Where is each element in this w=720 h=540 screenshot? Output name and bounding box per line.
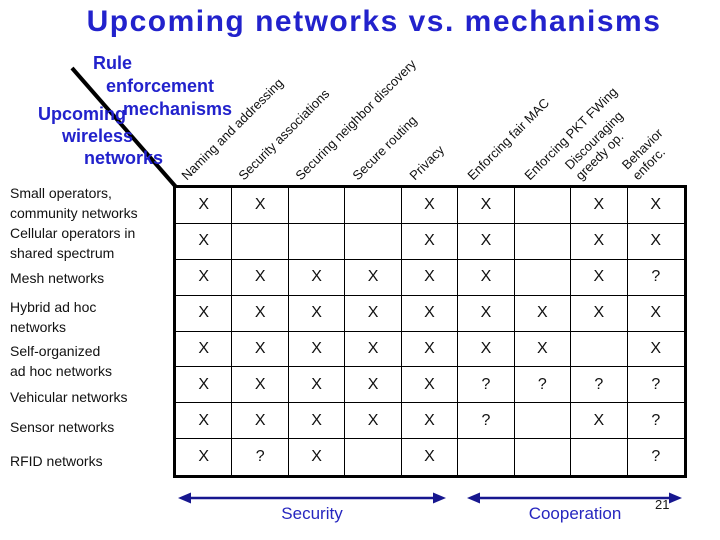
grid-cell-r6-c4: X bbox=[345, 367, 402, 404]
column-axis-title-line: enforcement bbox=[106, 76, 215, 96]
grid-cell-r5-c9: X bbox=[627, 332, 684, 368]
grid-cell-r3-c2: X bbox=[232, 259, 289, 296]
security-range-arrow bbox=[178, 492, 446, 504]
grid-cell-r3-c6: X bbox=[458, 259, 515, 296]
page-title: Upcoming networks vs. mechanisms bbox=[86, 5, 662, 38]
grid-cell-r7-c1: X bbox=[176, 403, 233, 440]
grid-cell-r4-c5: X bbox=[401, 295, 459, 332]
grid-cell-r5-c6: X bbox=[458, 331, 515, 368]
grid-cell-r2-c1: X bbox=[176, 223, 233, 260]
grid-cell-r4-c2: X bbox=[232, 295, 289, 332]
grid-cell-r8-c9: ? bbox=[651, 448, 661, 466]
grid-cell-r2-c4 bbox=[345, 223, 402, 260]
grid-cell-r8-c8 bbox=[571, 439, 628, 475]
grid-cell-r3-c1: X bbox=[176, 259, 233, 296]
grid-cell-r4-c7: X bbox=[514, 295, 572, 332]
grid-cell-r2-c8: X bbox=[571, 223, 628, 260]
column-axis-title: Rule enforcement mechanisms bbox=[93, 52, 232, 121]
row-header-1: Small operators, community networks bbox=[10, 185, 138, 221]
grid-cell-r4-c8: X bbox=[571, 295, 628, 332]
grid-cell-r7-c5: X bbox=[401, 403, 459, 440]
row-axis-title: Upcoming wireless networks bbox=[38, 103, 163, 169]
grid-cell-r6-c7: ? bbox=[514, 367, 572, 404]
grid-cell-r7-c8: X bbox=[571, 403, 628, 440]
grid-cell-r6-c6: ? bbox=[458, 367, 515, 404]
grid-cell-r2-c3 bbox=[288, 223, 346, 260]
security-group-label: Security bbox=[281, 504, 343, 523]
grid-cell-r6-c8: ? bbox=[571, 367, 628, 404]
grid-cell-r6-c9: ? bbox=[627, 367, 684, 404]
grid-cell-r1-c4 bbox=[345, 188, 402, 224]
grid-cell-r3-c8: X bbox=[571, 259, 628, 296]
grid-cell-r5-c7: X bbox=[514, 331, 572, 368]
row-axis-title-line: networks bbox=[84, 148, 164, 168]
grid-cell-r6-c2: X bbox=[232, 367, 289, 404]
grid-cell-r7-c9: ? bbox=[627, 403, 684, 440]
cooperation-range-arrow bbox=[467, 492, 682, 504]
row-axis-title-line: wireless bbox=[62, 126, 134, 146]
grid-cell-r4-c9: X bbox=[627, 296, 684, 332]
grid-cell-r3-c5: X bbox=[401, 259, 459, 296]
grid-cell-r7-c7 bbox=[514, 403, 572, 440]
grid-cell-r2-c5: X bbox=[401, 223, 459, 260]
row-header-5: Self-organized ad hoc networks bbox=[10, 343, 112, 379]
grid-cell-r6-c5: X bbox=[401, 367, 459, 404]
grid-cell-r8-c2: ? bbox=[232, 439, 289, 475]
page-number: 21 bbox=[655, 497, 670, 512]
column-axis-title-line: mechanisms bbox=[123, 99, 233, 119]
grid-cell-r2-c7 bbox=[514, 223, 572, 260]
grid-cell-r4-c6: X bbox=[458, 295, 515, 332]
grid-cell-r1-c3 bbox=[288, 188, 346, 224]
grid-cell-r1-c9: X bbox=[627, 188, 684, 224]
grid-cell-r8-c3: X bbox=[289, 439, 346, 475]
grid-cell-r8-c5: X bbox=[402, 439, 459, 475]
row-header-2: Cellular operators in shared spectrum bbox=[10, 225, 136, 261]
grid-cell-r7-c6: ? bbox=[458, 403, 515, 440]
row-header-3: Mesh networks bbox=[10, 270, 105, 286]
grid-cell-r3-c9: ? bbox=[627, 260, 684, 296]
grid-cell-r5-c3: X bbox=[288, 331, 346, 368]
grid-cell-r6-c3: X bbox=[288, 367, 346, 404]
grid-cell-r5-c1: X bbox=[176, 331, 233, 368]
grid-cell-r1-c2: X bbox=[232, 188, 289, 224]
column-axis-title-line: Rule bbox=[93, 53, 133, 73]
cooperation-group-label: Cooperation bbox=[528, 504, 622, 523]
grid-cell-r4-c3: X bbox=[288, 295, 346, 332]
grid-cell-r5-c5: X bbox=[401, 331, 459, 368]
row-header-7: Sensor networks bbox=[10, 419, 115, 435]
grid-cell-r8-c7 bbox=[515, 439, 572, 475]
grid-cell-r8-c1: X bbox=[176, 439, 233, 475]
grid-cell-r5-c8 bbox=[571, 331, 628, 368]
grid-cell-r4-c1: X bbox=[176, 295, 233, 332]
grid-cell-r7-c3: X bbox=[288, 403, 346, 440]
grid-cell-r1-c7 bbox=[514, 188, 572, 224]
grid-cell-r3-c7 bbox=[514, 259, 572, 296]
grid-cell-r2-c2 bbox=[232, 223, 289, 260]
grid-cell-r1-c8: X bbox=[571, 188, 628, 224]
grid-cell-r5-c4: X bbox=[345, 331, 402, 368]
grid-cell-r6-c1: X bbox=[176, 367, 233, 404]
grid-cell-r8-c6 bbox=[458, 439, 515, 475]
grid-cell-r3-c4: X bbox=[345, 259, 402, 296]
row-header-4: Hybrid ad hoc networks bbox=[10, 299, 97, 335]
grid-cell-r1-c1: X bbox=[176, 188, 233, 224]
grid-cell-r3-c3: X bbox=[288, 259, 346, 296]
row-header-6: Vehicular networks bbox=[10, 389, 128, 405]
row-axis-title-line: Upcoming bbox=[38, 104, 126, 124]
grid-cell-r1-c5: X bbox=[401, 188, 459, 224]
column-header-5: Privacy bbox=[406, 142, 448, 183]
row-header-8: RFID networks bbox=[10, 453, 103, 469]
grid-cell-r1-c6: X bbox=[458, 188, 515, 224]
grid-cell-r8-c4 bbox=[345, 439, 402, 475]
grid-cell-r2-c9: X bbox=[627, 224, 684, 260]
grid-cell-r2-c6: X bbox=[458, 223, 515, 260]
grid-cell-r7-c2: X bbox=[232, 403, 289, 440]
grid-cell-r5-c2: X bbox=[232, 331, 289, 368]
grid-cell-r7-c4: X bbox=[345, 403, 402, 440]
grid-cell-r4-c4: X bbox=[345, 295, 402, 332]
